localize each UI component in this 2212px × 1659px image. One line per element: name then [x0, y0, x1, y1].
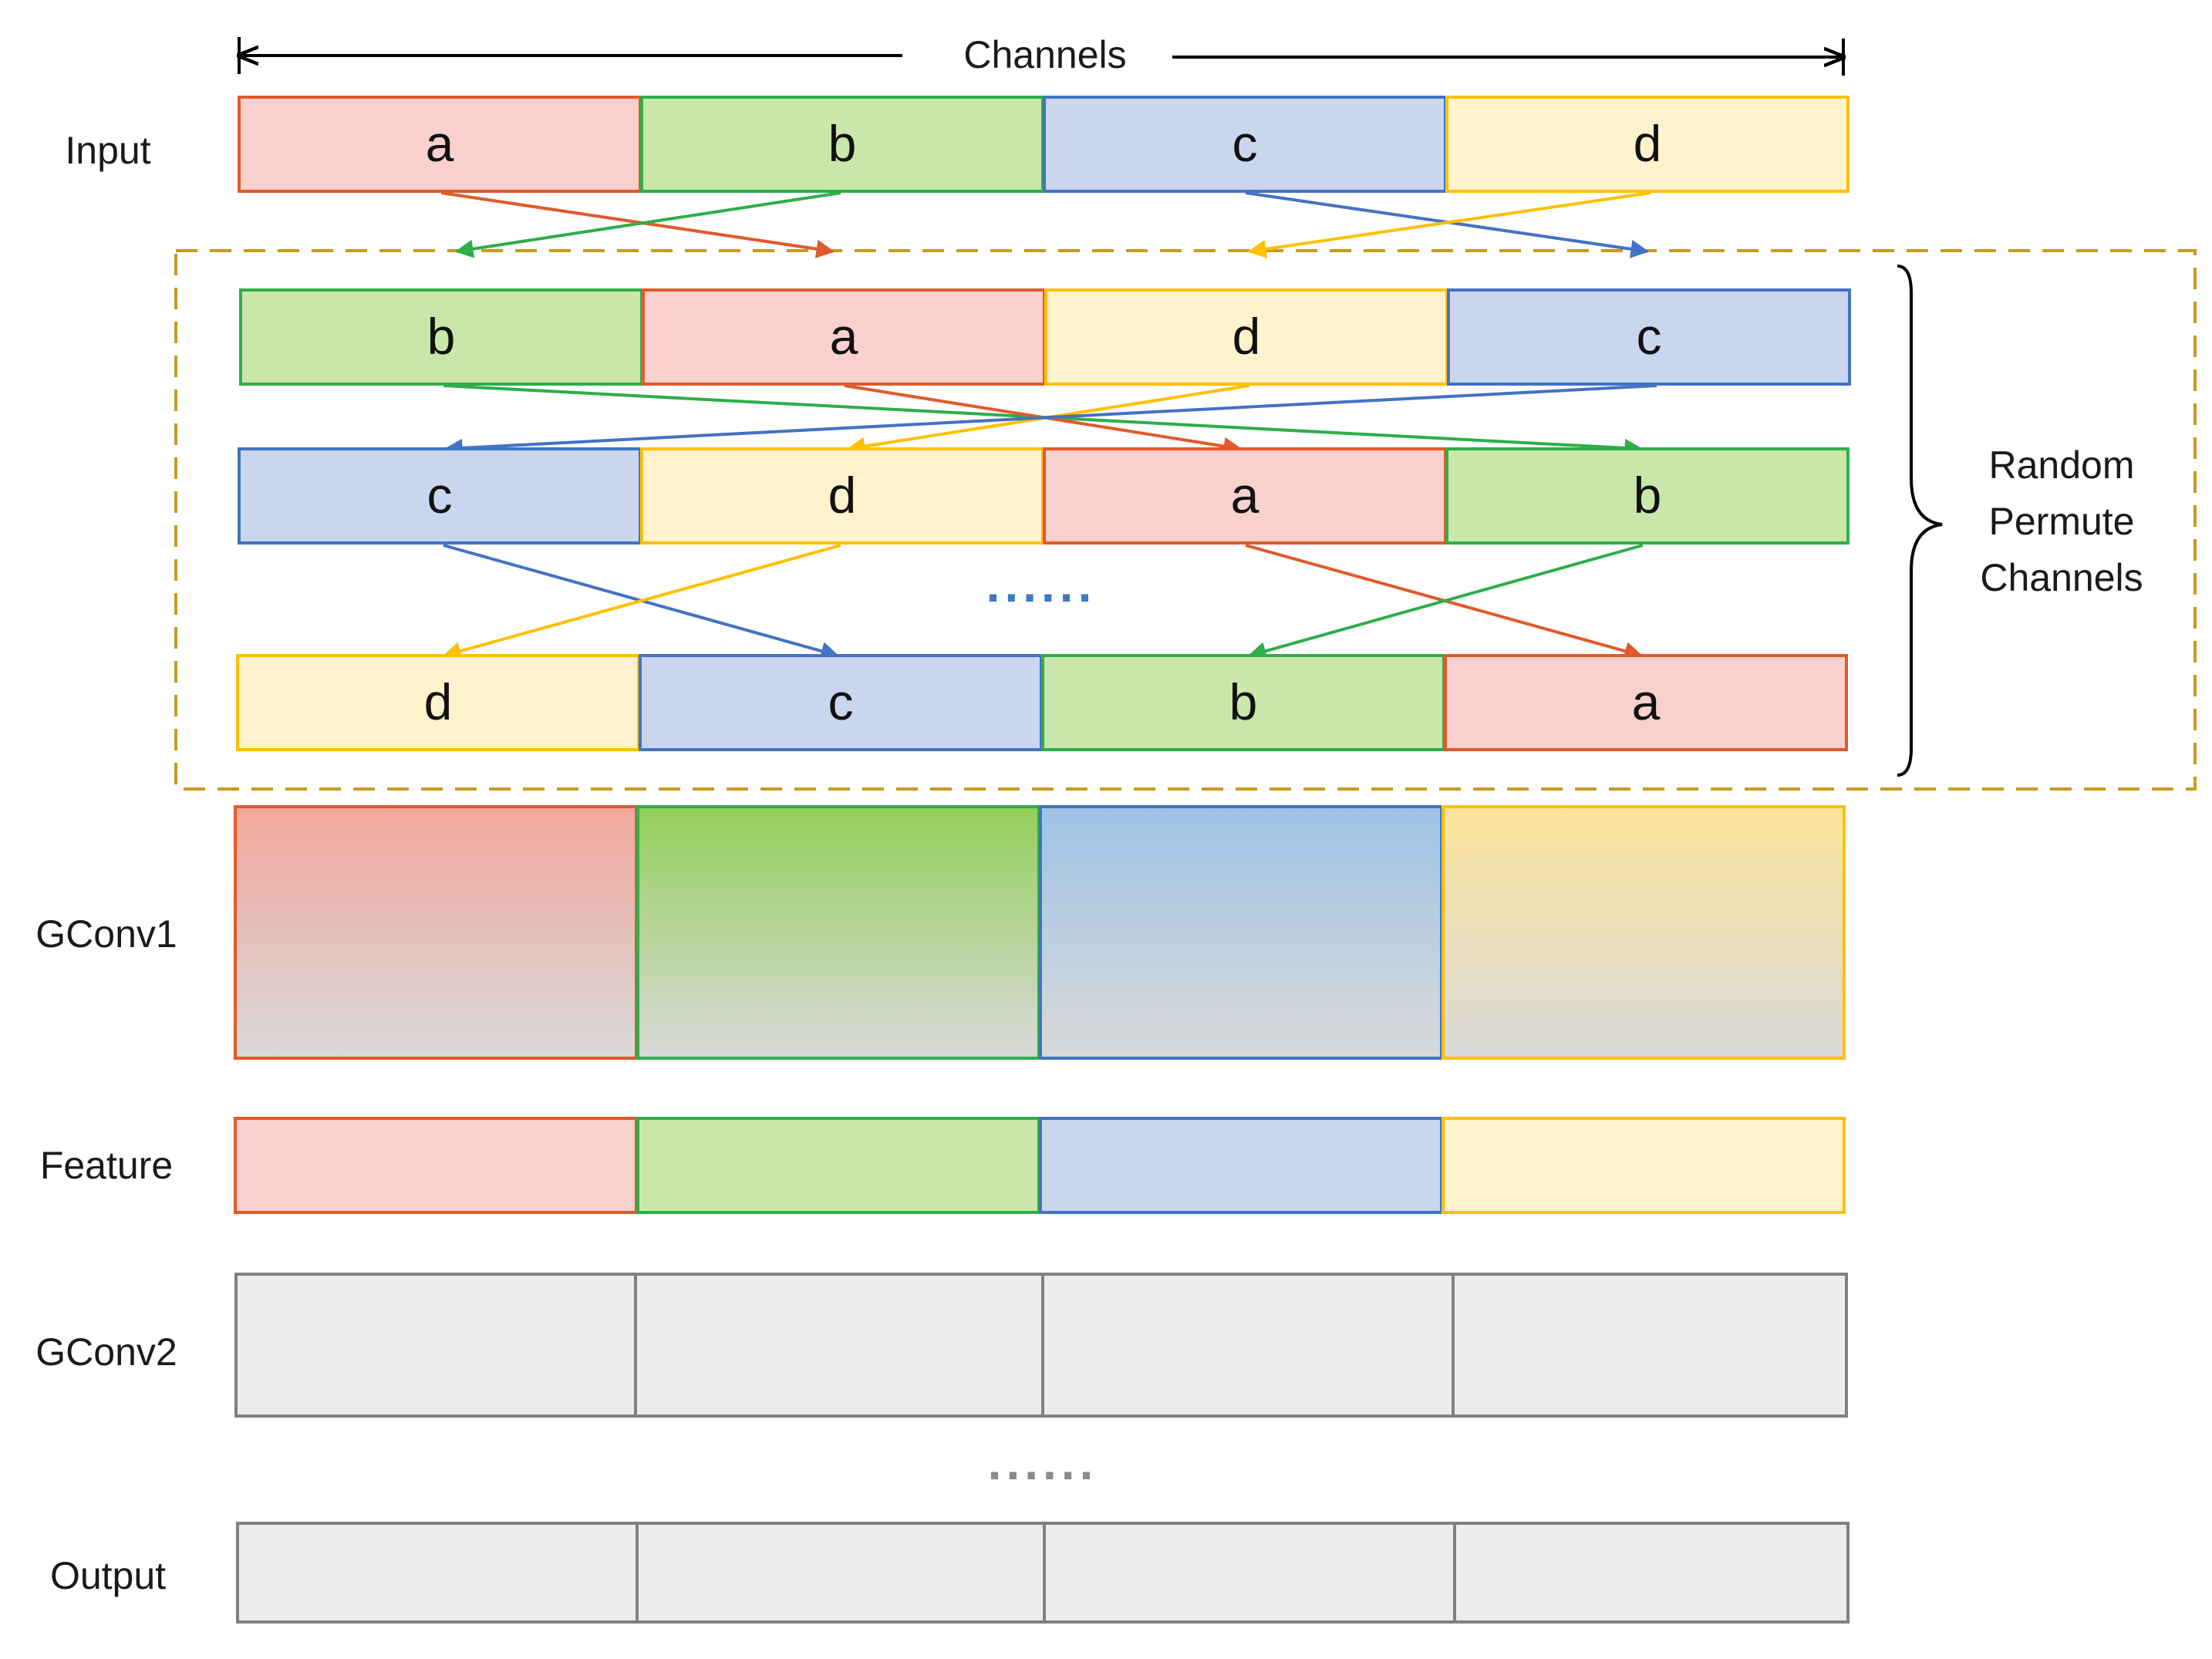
gconv1-group-b	[636, 805, 1040, 1060]
right-brace	[1897, 265, 1943, 777]
perm1-channel-d-box	[1044, 288, 1448, 386]
gconv1-group-a	[234, 805, 638, 1060]
perm2-channel-b-box	[1445, 447, 1850, 545]
feature-row	[234, 1117, 1846, 1214]
perm1-channel-d-label: d	[1232, 308, 1261, 365]
gconv2-row	[234, 1273, 1848, 1418]
row-label-gconv2: GConv2	[35, 1330, 177, 1374]
permute-arrows	[440, 191, 1657, 660]
input-channel-a-label: a	[426, 115, 454, 172]
perm3-channel-d-box	[236, 654, 640, 751]
gconv1-row	[234, 805, 1846, 1060]
arrow-d-input-to-perm1	[1247, 191, 1651, 258]
perm1-channel-c-box	[1447, 288, 1851, 386]
perm1-channel-b-box	[239, 288, 643, 386]
feature-group-d	[1442, 1117, 1846, 1214]
random-permute-line-1: Random	[1989, 443, 2135, 487]
output-group-3	[1043, 1522, 1456, 1624]
perm2-channel-a-box	[1043, 447, 1447, 545]
perm2-channel-d-box	[640, 447, 1044, 545]
perm2-channel-b-label: b	[1634, 467, 1662, 524]
channels-label: Channels	[963, 33, 1126, 76]
gconv2-group-1	[234, 1273, 637, 1418]
perm1-channel-a-label: a	[830, 308, 858, 365]
input-channel-d-label: d	[1634, 115, 1662, 172]
random-permute-label: Random Permute Channels	[1980, 443, 2143, 599]
row-label-input: Input	[65, 129, 150, 172]
perm2-channel-c-box	[238, 447, 642, 545]
arrow-b-input-to-perm1	[454, 191, 841, 258]
perm1-channel-a-box	[642, 288, 1046, 386]
output-group-4	[1453, 1522, 1850, 1624]
random-permute-line-3: Channels	[1980, 556, 2143, 599]
output-group-2	[636, 1522, 1046, 1624]
perm1-channel-c-label: c	[1637, 308, 1662, 365]
perm3-channel-b-label: b	[1229, 673, 1258, 730]
gconv2-group-3	[1041, 1273, 1455, 1418]
gconv1-group-c	[1039, 805, 1443, 1060]
perm3-channel-c-box	[639, 654, 1043, 751]
row-label-feature: Feature	[40, 1144, 173, 1187]
output-group-1	[236, 1522, 639, 1624]
perm2-channel-c-label: c	[427, 467, 453, 524]
layers-ellipsis: ......	[988, 1435, 1098, 1490]
channels-header: Channels	[239, 33, 1843, 76]
permute-region-box	[174, 249, 2197, 791]
perm3-channel-a-label: a	[1632, 673, 1661, 730]
feature-group-c	[1039, 1117, 1443, 1214]
perm3-channel-c-label: c	[828, 673, 854, 730]
perm3-channel-b-box	[1041, 654, 1445, 751]
arrow-b-perm2-to-perm3	[1247, 544, 1644, 660]
arrow-a-input-to-perm1	[440, 191, 835, 258]
perm3-channel-d-label: d	[424, 673, 453, 730]
input-channel-d-box	[1445, 96, 1850, 193]
gconv2-group-4	[1452, 1273, 1848, 1418]
random-permute-line-2: Permute	[1989, 500, 2135, 543]
permute-ellipsis: ......	[986, 557, 1097, 612]
gconv2-group-2	[634, 1273, 1044, 1418]
row-label-output: Output	[50, 1554, 166, 1597]
feature-group-a	[234, 1117, 638, 1214]
perm2-channel-a-label: a	[1231, 467, 1259, 524]
perm2-channel-d-label: d	[828, 467, 857, 524]
perm3-channel-a-box	[1444, 654, 1848, 751]
arrow-c-perm1-to-perm2	[443, 384, 1657, 457]
output-row	[236, 1522, 1850, 1624]
arrow-d-perm2-to-perm3	[442, 544, 841, 660]
row-label-gconv1: GConv1	[35, 912, 177, 956]
feature-group-b	[636, 1117, 1040, 1214]
input-channel-b-label: b	[828, 115, 857, 172]
gconv1-group-d	[1442, 805, 1846, 1060]
input-row: a b c d	[238, 96, 1850, 193]
perm1-channel-b-label: b	[427, 308, 456, 365]
input-channel-c-label: c	[1232, 115, 1258, 172]
